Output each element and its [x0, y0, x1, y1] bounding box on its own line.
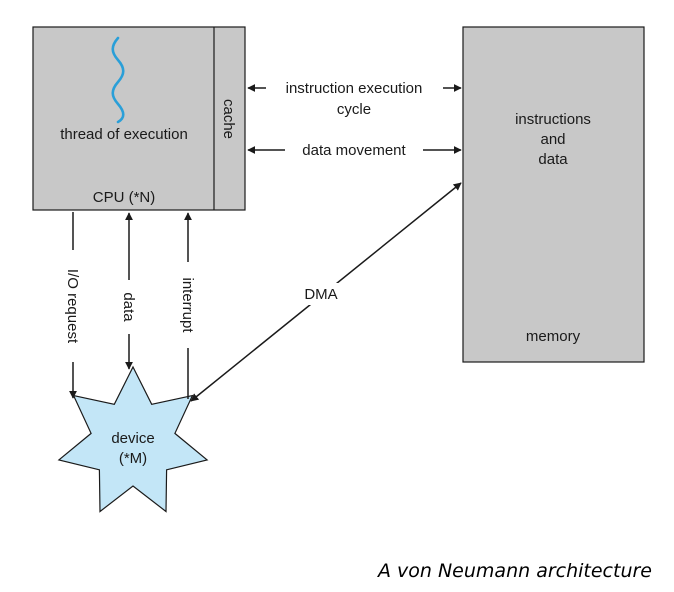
io-request-label: I/O request [64, 269, 81, 344]
device-star: device (*M) [57, 365, 209, 513]
data-movement-arrow: data movement [247, 142, 462, 159]
data-arrow: data [120, 212, 137, 370]
dma-label: DMA [304, 286, 337, 303]
memory-content-line1: instructions [515, 111, 591, 128]
interrupt-label: interrupt [179, 277, 196, 333]
thread-wave-icon [111, 36, 125, 124]
memory-label: memory [526, 328, 581, 345]
cache-label: cache [220, 99, 237, 139]
interrupt-arrow: interrupt [179, 212, 196, 399]
instruction-cycle-arrow: instruction execution cycle [247, 80, 462, 118]
instruction-cycle-label-line1: instruction execution [286, 80, 423, 97]
io-request-arrow: I/O request [64, 212, 81, 399]
device-label-line2: (*M) [119, 450, 147, 467]
device-label-line1: device [111, 430, 154, 447]
figure-caption: A von Neumann architecture [377, 560, 652, 582]
instruction-cycle-label-line2: cycle [337, 101, 371, 118]
thread-of-execution-label: thread of execution [60, 126, 188, 143]
cpu-label: CPU (*N) [93, 189, 156, 206]
memory-box: instructions and data memory [462, 26, 645, 363]
data-label: data [120, 292, 137, 322]
memory-content-line2: and [540, 131, 565, 148]
memory-content-line3: data [538, 151, 568, 168]
dma-arrow: DMA [190, 182, 462, 402]
cpu-box: thread of execution CPU (*N) cache [32, 26, 246, 211]
data-movement-label: data movement [302, 142, 406, 159]
